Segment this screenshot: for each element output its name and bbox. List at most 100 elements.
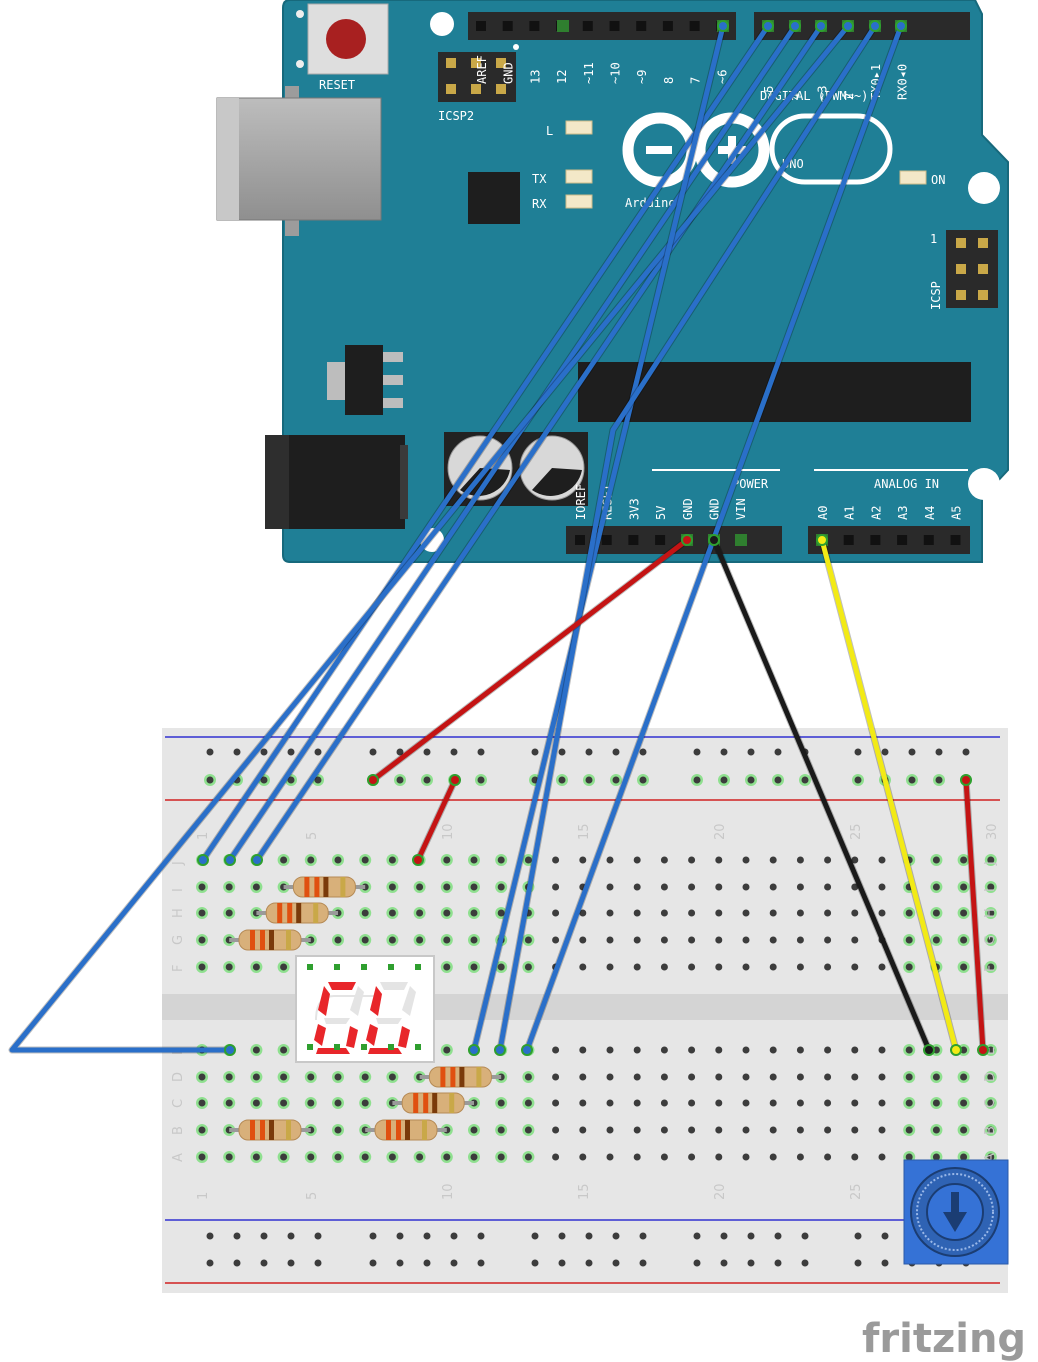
breadboard-hole[interactable] [905,1099,913,1107]
breadboard-hole[interactable] [579,1073,587,1081]
header-pin[interactable] [582,21,593,31]
breadboard-hole[interactable] [796,963,804,971]
rail-hole[interactable] [854,748,862,756]
breadboard-hole[interactable] [225,963,233,971]
breadboard-hole[interactable] [932,909,940,917]
breadboard-hole[interactable] [198,909,206,917]
breadboard-hole[interactable] [742,1046,750,1054]
breadboard-hole[interactable] [552,1126,560,1134]
breadboard-hole[interactable] [497,963,505,971]
breadboard-hole[interactable] [552,1153,560,1161]
breadboard-hole[interactable] [524,1126,532,1134]
breadboard-hole[interactable] [552,1046,560,1054]
breadboard-hole[interactable] [361,1153,369,1161]
breadboard-hole[interactable] [660,1046,668,1054]
breadboard-hole[interactable] [579,856,587,864]
rail-hole[interactable] [314,776,322,784]
breadboard-hole[interactable] [388,883,396,891]
rail-hole[interactable] [720,1232,728,1240]
breadboard-hole[interactable] [769,909,777,917]
rail-hole[interactable] [585,748,593,756]
rail-hole[interactable] [314,748,322,756]
breadboard-hole[interactable] [252,883,260,891]
breadboard-hole[interactable] [280,1046,288,1054]
rail-hole[interactable] [450,748,458,756]
rail-hole[interactable] [369,1259,377,1267]
breadboard-hole[interactable] [198,936,206,944]
breadboard-hole[interactable] [497,1126,505,1134]
breadboard-hole[interactable] [280,1073,288,1081]
breadboard-hole[interactable] [769,883,777,891]
breadboard-hole[interactable] [878,1153,886,1161]
breadboard-hole[interactable] [742,883,750,891]
breadboard-hole[interactable] [388,909,396,917]
breadboard-hole[interactable] [198,1153,206,1161]
rail-hole[interactable] [314,1232,322,1240]
rail-hole[interactable] [639,776,647,784]
breadboard-hole[interactable] [796,1126,804,1134]
power-wire[interactable] [963,777,986,1053]
breadboard-hole[interactable] [932,1126,940,1134]
breadboard-hole[interactable] [715,1046,723,1054]
breadboard-hole[interactable] [905,909,913,917]
rail-hole[interactable] [206,1232,214,1240]
breadboard-hole[interactable] [470,1126,478,1134]
breadboard-hole[interactable] [688,1046,696,1054]
breadboard-hole[interactable] [851,1073,859,1081]
rail-hole[interactable] [450,1259,458,1267]
breadboard-hole[interactable] [280,1153,288,1161]
rail-hole[interactable] [423,748,431,756]
breadboard-hole[interactable] [225,909,233,917]
breadboard-hole[interactable] [470,856,478,864]
breadboard-hole[interactable] [660,1099,668,1107]
breadboard-hole[interactable] [987,883,995,891]
breadboard-hole[interactable] [198,883,206,891]
rail-hole[interactable] [531,1232,539,1240]
breadboard-hole[interactable] [198,963,206,971]
resistor[interactable] [256,902,338,924]
rail-hole[interactable] [774,748,782,756]
signal-wire[interactable] [254,23,824,863]
rail-hole[interactable] [747,1232,755,1240]
breadboard-hole[interactable] [633,1153,641,1161]
breadboard-hole[interactable] [606,883,614,891]
rail-hole[interactable] [260,776,268,784]
breadboard-hole[interactable] [824,1126,832,1134]
breadboard-hole[interactable] [715,1153,723,1161]
breadboard-hole[interactable] [633,936,641,944]
breadboard-hole[interactable] [878,1126,886,1134]
breadboard-hole[interactable] [660,883,668,891]
breadboard-hole[interactable] [688,963,696,971]
breadboard-hole[interactable] [660,1126,668,1134]
breadboard-hole[interactable] [388,936,396,944]
breadboard-hole[interactable] [905,1046,913,1054]
breadboard-hole[interactable] [633,1126,641,1134]
rail-hole[interactable] [693,1232,701,1240]
breadboard-hole[interactable] [688,883,696,891]
breadboard-hole[interactable] [443,936,451,944]
breadboard-hole[interactable] [606,909,614,917]
rail-hole[interactable] [720,748,728,756]
rail-hole[interactable] [747,748,755,756]
breadboard-hole[interactable] [416,909,424,917]
rail-hole[interactable] [612,776,620,784]
breadboard-hole[interactable] [878,1073,886,1081]
rail-hole[interactable] [935,776,943,784]
breadboard-hole[interactable] [579,1099,587,1107]
breadboard-hole[interactable] [796,1099,804,1107]
breadboard-hole[interactable] [334,1153,342,1161]
breadboard-hole[interactable] [905,963,913,971]
signal-wire[interactable] [200,23,771,863]
rail-hole[interactable] [477,748,485,756]
breadboard-hole[interactable] [579,963,587,971]
breadboard-hole[interactable] [824,1046,832,1054]
rail-hole[interactable] [693,748,701,756]
rail-hole[interactable] [477,1259,485,1267]
analog-wire-a0[interactable] [819,537,959,1053]
rail-hole[interactable] [260,1232,268,1240]
rail-hole[interactable] [287,748,295,756]
rail-hole[interactable] [612,1232,620,1240]
header-pin[interactable] [655,535,666,545]
rail-hole[interactable] [720,1259,728,1267]
breadboard-hole[interactable] [796,1153,804,1161]
